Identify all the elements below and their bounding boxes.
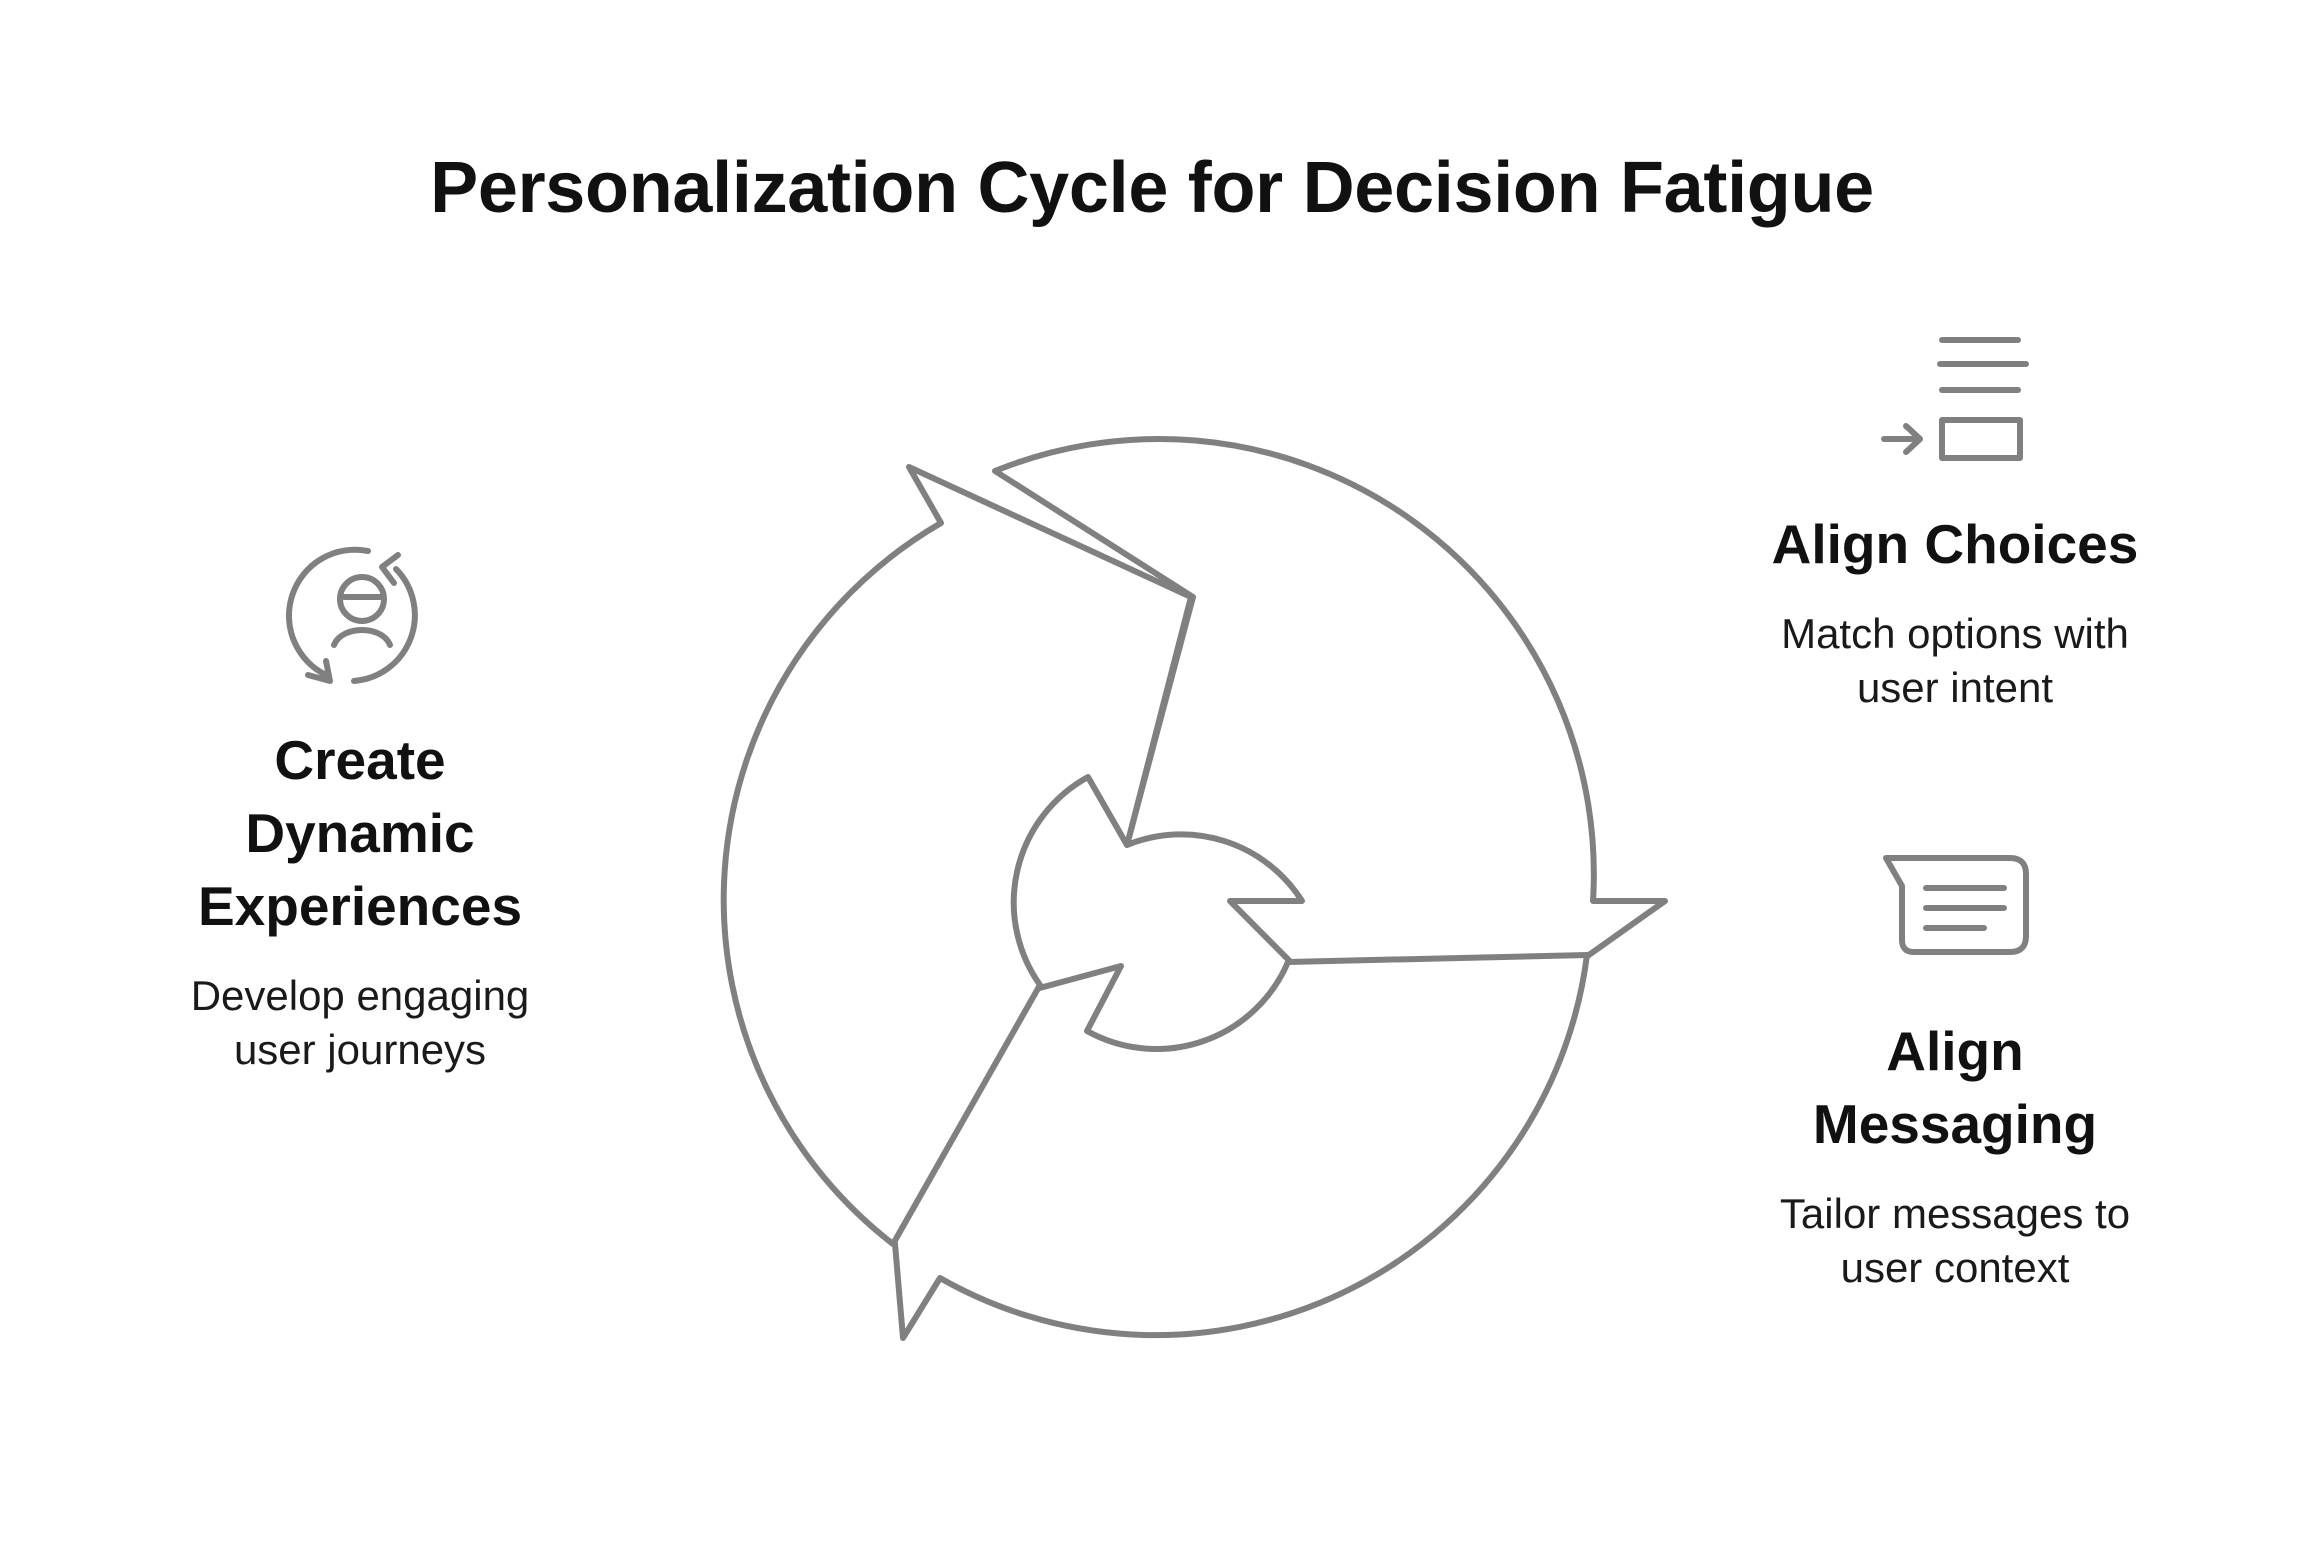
step-heading-line: Align Choices <box>1771 513 2139 575</box>
step-description: Match options with user intent <box>1715 607 2195 715</box>
step-description-line: Develop engaging <box>190 972 530 1019</box>
cycle-arrow-bottom <box>874 952 1590 1341</box>
step-heading-line: Align <box>1886 1020 2024 1082</box>
user-cycle-icon <box>286 541 436 691</box>
step-description-line: user journeys <box>233 1026 487 1073</box>
diagram-title: Personalization Cycle for Decision Fatig… <box>430 148 1874 228</box>
step-heading: Align Messaging <box>1715 1015 2195 1161</box>
step-heading: Create Dynamic Experiences <box>120 724 600 943</box>
message-icon <box>1880 852 2030 962</box>
step-heading-line: Experiences <box>197 875 523 937</box>
step-align-messaging: Align Messaging Tailor messages to user … <box>1715 1015 2195 1295</box>
step-heading-line: Create <box>274 729 446 791</box>
step-description-line: Tailor messages to <box>1779 1190 2131 1237</box>
step-create-dynamic-experiences: Create Dynamic Experiences Develop engag… <box>120 724 600 1077</box>
step-description: Develop engaging user journeys <box>120 969 600 1077</box>
list-select-icon <box>1880 336 2030 466</box>
step-heading-line: Dynamic <box>245 802 475 864</box>
cycle-arrow-left <box>720 464 1194 1247</box>
step-description: Tailor messages to user context <box>1715 1187 2195 1295</box>
step-description-line: user context <box>1840 1244 2070 1291</box>
step-description-line: Match options with <box>1781 610 2129 657</box>
step-align-choices: Align Choices Match options with user in… <box>1715 508 2195 715</box>
step-description-line: user intent <box>1856 664 2054 711</box>
cycle-arrow-right <box>992 435 1668 1085</box>
step-heading-line: Messaging <box>1812 1093 2098 1155</box>
step-heading: Align Choices <box>1715 508 2195 581</box>
